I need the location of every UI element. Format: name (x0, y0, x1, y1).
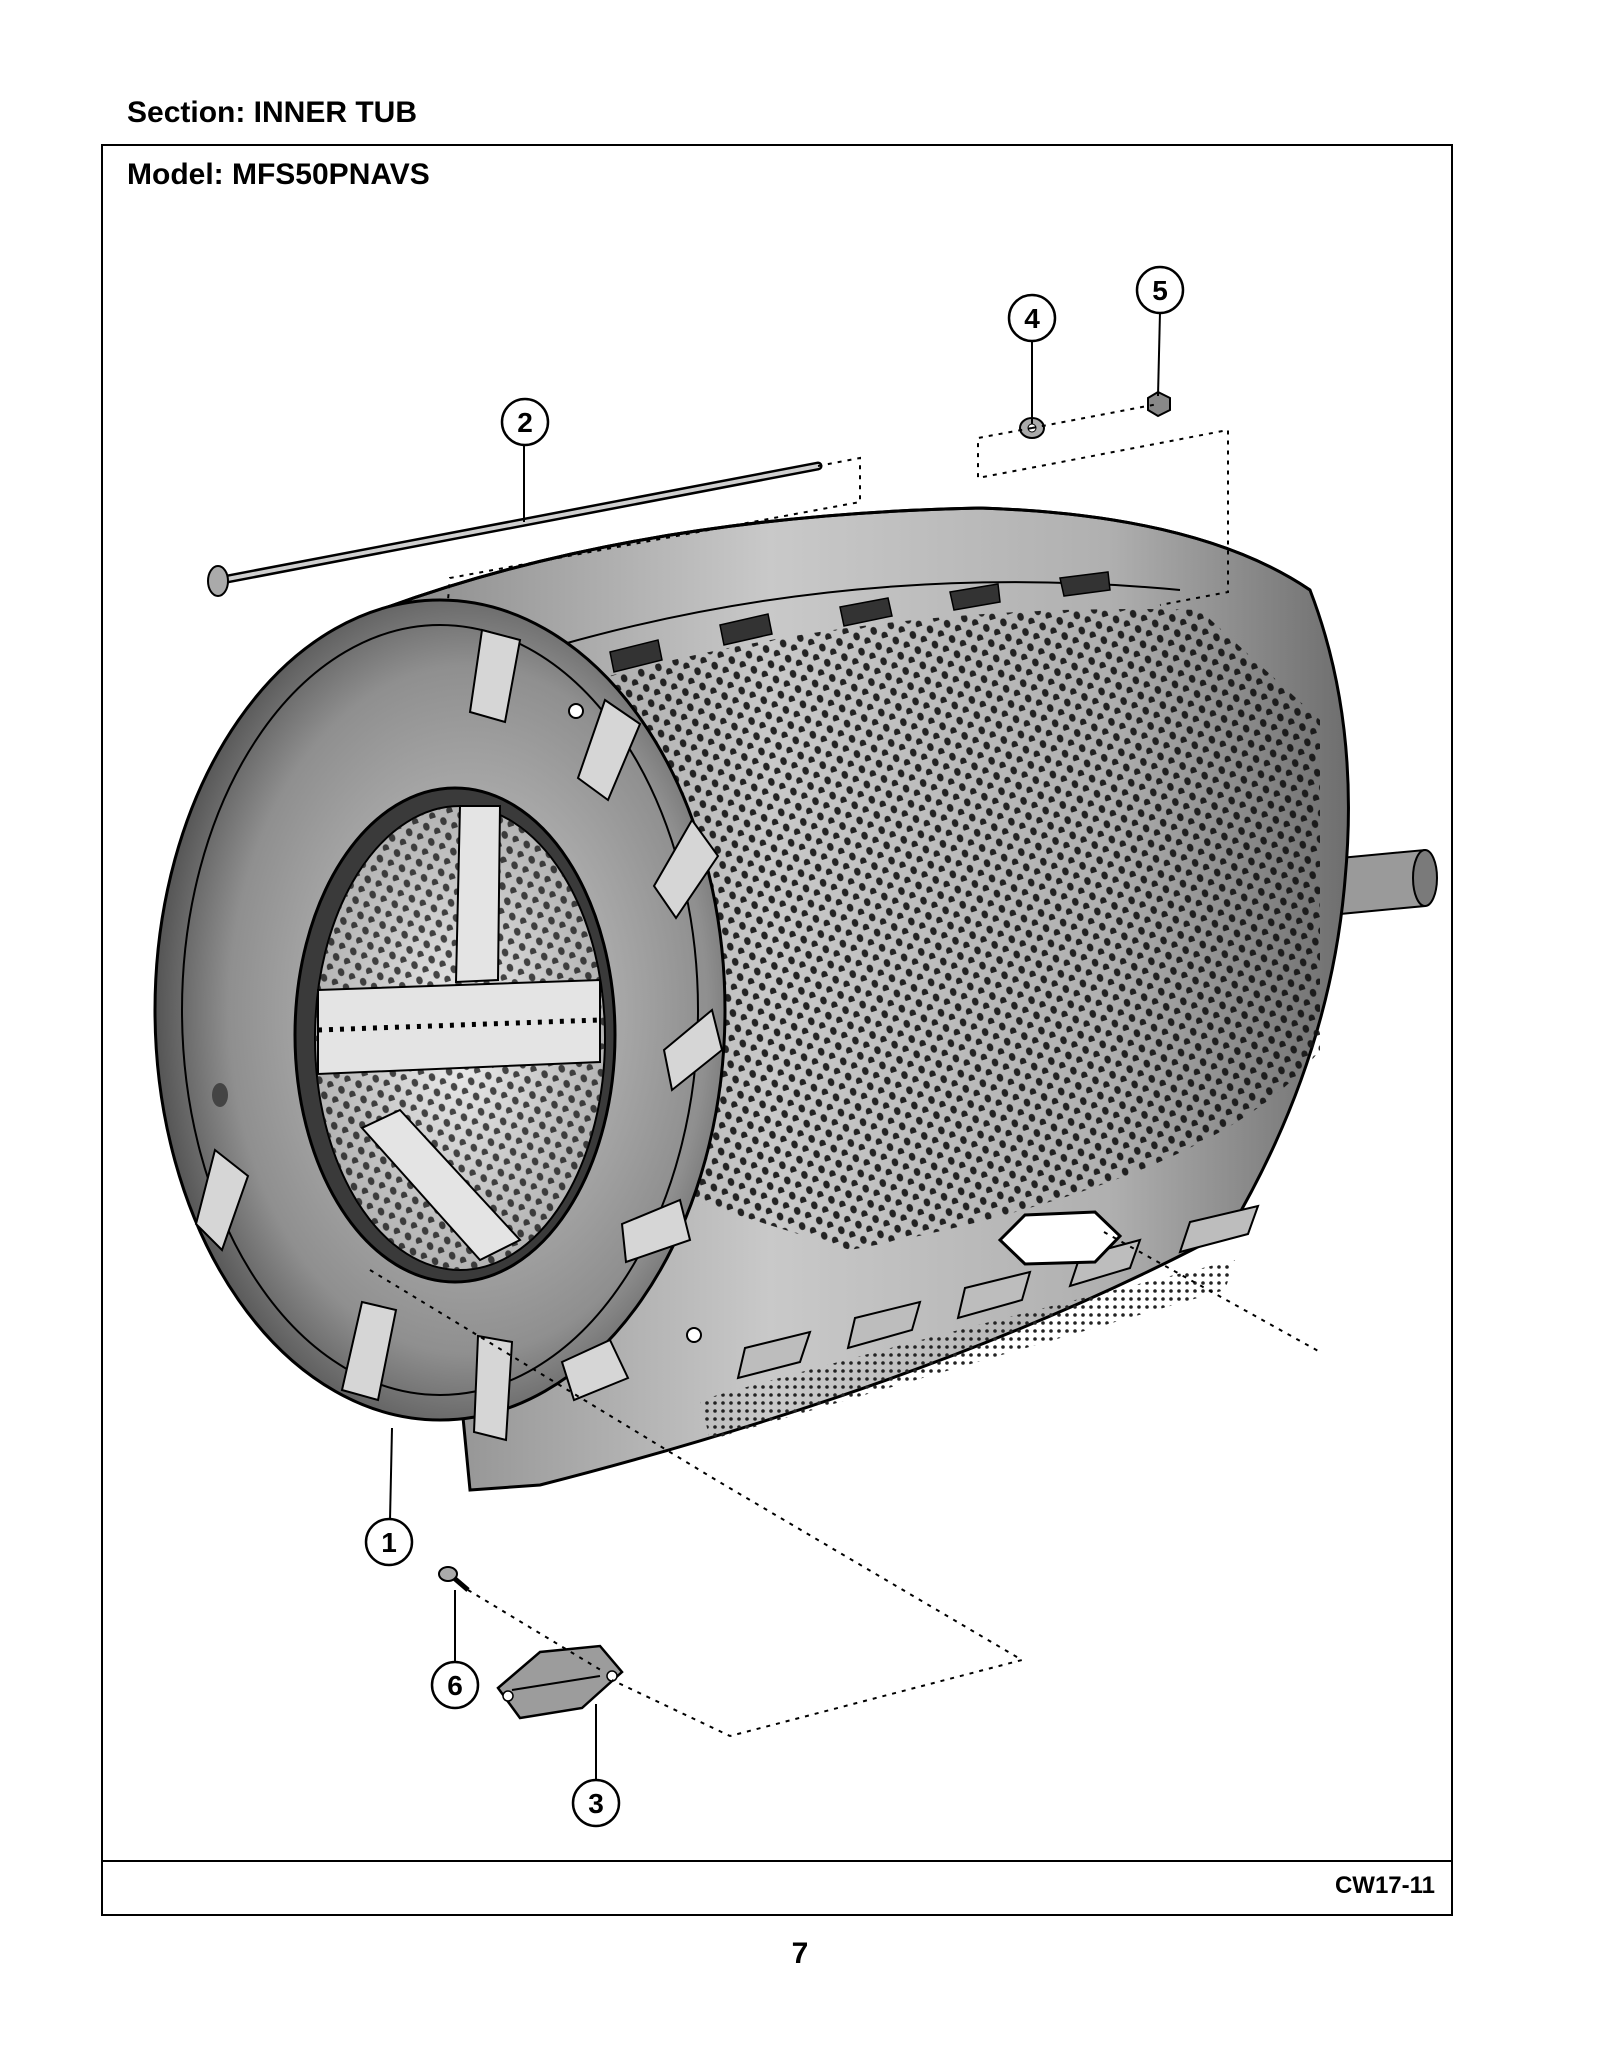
callout-2: 2 (500, 397, 550, 447)
part-6-screw (438, 1566, 470, 1592)
callout-3-label: 3 (588, 1788, 604, 1819)
callout-6: 6 (430, 1660, 480, 1710)
drum-front-face (153, 598, 727, 1442)
callout-6-label: 6 (447, 1670, 463, 1701)
assembly-lines (369, 403, 1321, 1738)
callout-1: 1 (364, 1517, 414, 1567)
drive-shaft (1339, 848, 1438, 916)
section-title: Section: INNER TUB (127, 96, 418, 129)
callout-5: 5 (1135, 265, 1185, 315)
part-3-cover (496, 1644, 624, 1720)
callout-3: 3 (571, 1778, 621, 1828)
callout-5-label: 5 (1152, 275, 1168, 306)
page-number: 7 (791, 1937, 809, 1970)
footer-rule (101, 1860, 1453, 1862)
model-title: Model: MFS50PNAVS (127, 158, 430, 191)
callout-4: 4 (1007, 293, 1057, 343)
part-2-rod (207, 461, 823, 597)
callout-4-label: 4 (1024, 303, 1040, 334)
diagram-code: CW17-11 (1334, 1872, 1435, 1899)
callout-1-label: 1 (381, 1527, 397, 1558)
diagram-frame (101, 144, 1453, 1916)
leader-lines (389, 311, 1161, 1780)
callout-2-label: 2 (517, 407, 533, 438)
